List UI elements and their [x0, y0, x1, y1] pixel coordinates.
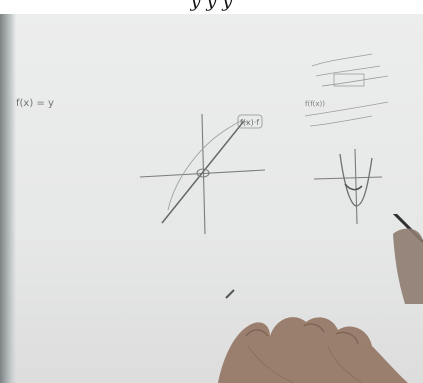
right-parabola [339, 153, 373, 207]
middle-label: f(x)·f [240, 118, 259, 127]
photo-frame: f(x) = y f(x)·f f(f(x)) [0, 14, 423, 383]
notes-line-5 [309, 115, 373, 127]
middle-origin-circle [196, 168, 210, 178]
middle-label-box [237, 114, 263, 129]
caption-strip: y y y [0, 0, 423, 14]
right-shaded-arc [344, 183, 363, 191]
stray-mark [225, 289, 235, 299]
paper-left-edge [0, 14, 16, 383]
notes-line-2 [315, 65, 381, 77]
middle-diagonal-line [161, 120, 245, 224]
right-graph [313, 148, 383, 225]
middle-curve-tip [231, 120, 249, 127]
pencil-icon [392, 214, 423, 304]
right-label: f(f(x)) [305, 100, 325, 108]
notes-line-4 [304, 101, 389, 117]
middle-graph [139, 113, 266, 235]
left-equation: f(x) = y [16, 98, 54, 109]
right-notes-scribble [304, 53, 389, 127]
notes-box [333, 73, 365, 87]
right-x-axis [313, 176, 383, 180]
right-y-axis [354, 148, 358, 225]
notes-line-3 [321, 75, 389, 87]
pencil-drawing: f(x) = y f(x)·f f(f(x)) [16, 53, 389, 299]
middle-curve [167, 125, 233, 211]
caption-text: y y y [190, 0, 233, 12]
middle-y-axis [201, 113, 206, 235]
hand-icon [218, 317, 408, 383]
paper-background [0, 14, 423, 383]
notes-line-1 [311, 53, 373, 67]
